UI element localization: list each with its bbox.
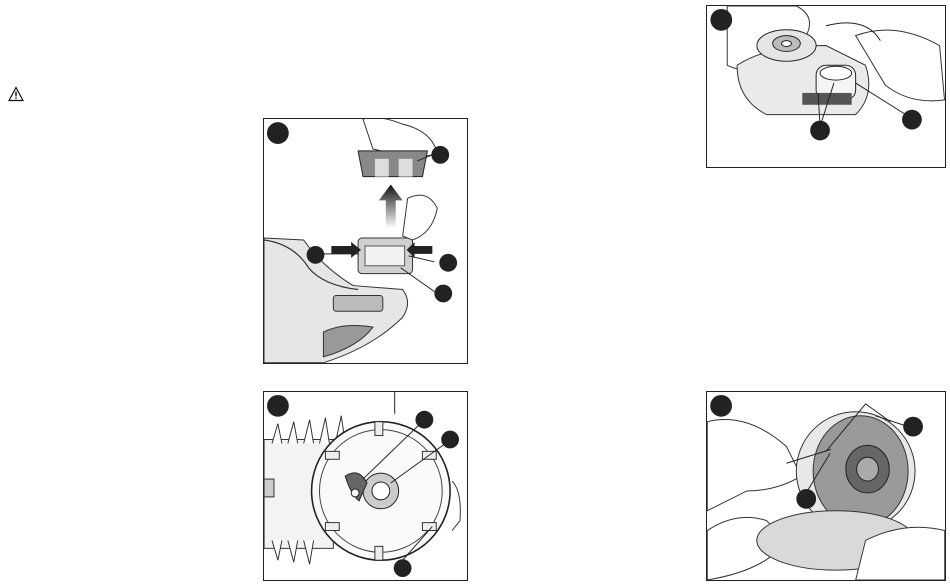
figure-remove-spool-cap [263, 118, 468, 364]
figure-line-through-eyelets [706, 391, 946, 581]
warning-triangle-icon [8, 86, 24, 102]
figure-spool-housing [263, 391, 468, 581]
figure-thread-line-spool [706, 5, 946, 168]
